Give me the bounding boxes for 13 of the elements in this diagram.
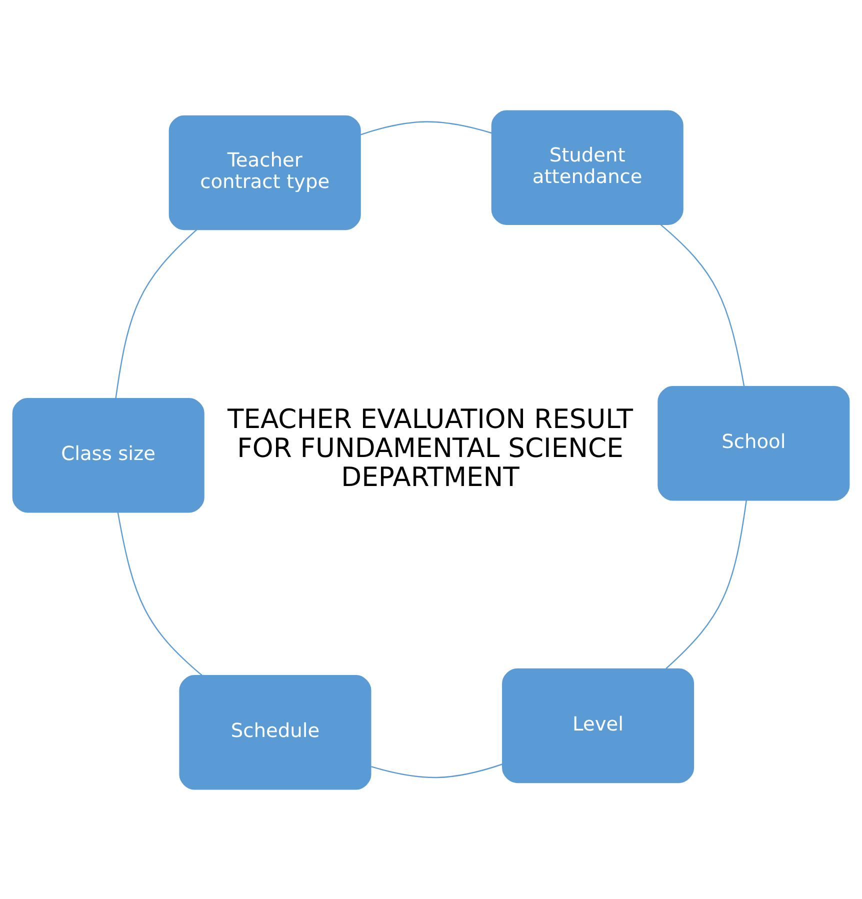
node-box: School [658,386,850,500]
node-box: Teacher contract type [168,114,361,230]
connector [371,763,503,778]
connector [360,120,492,135]
node-box: Class size [12,397,204,512]
node-box: Student attendance [491,110,684,224]
connector [666,500,747,669]
node-box: Schedule [179,674,372,790]
node-box: Level [502,668,694,783]
connector [660,224,745,386]
label: TEACHER EVALUATION RESULT FOR FUNDAMENTAL SCIENCE DEPARTMENT [227,403,634,492]
connector [117,512,203,676]
connector [115,228,197,398]
